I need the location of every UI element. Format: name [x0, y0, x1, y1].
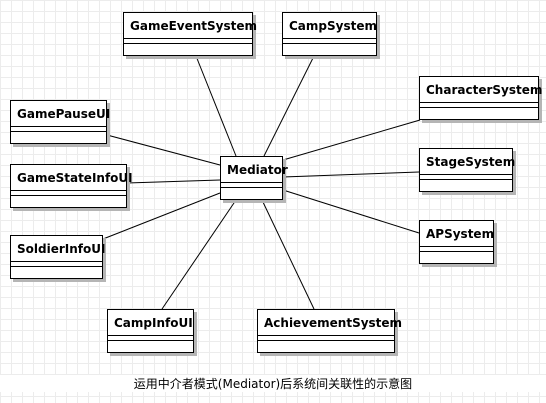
class-name: GameStateInfoUI [11, 165, 133, 191]
class-box-stagesystem[interactable]: StageSystem [419, 148, 515, 192]
operations-section [108, 341, 193, 346]
class-box-charactersystem[interactable]: CharacterSystem [419, 76, 542, 120]
operations-section [420, 180, 512, 185]
class-box-mediator[interactable]: Mediator [220, 156, 288, 200]
class-name: APSystem [420, 221, 494, 247]
class-name: AchievementSystem [258, 310, 402, 336]
class-box-gameeventsystem[interactable]: GameEventSystem [123, 12, 257, 56]
class-box-gamestateinfoui[interactable]: GameStateInfoUI [10, 164, 133, 208]
attributes-section [124, 39, 252, 44]
attributes-section [11, 191, 126, 196]
edge-stagesystem [282, 171, 420, 178]
attributes-section [108, 336, 193, 341]
class-box-campinfoui[interactable]: CampInfoUI [107, 309, 194, 353]
class-box-gamepauseui[interactable]: GamePauseUI [10, 100, 110, 144]
class-name: StageSystem [420, 149, 515, 175]
attributes-section [420, 247, 493, 252]
edge-achievementsystem [261, 199, 315, 310]
edge-campinfoui [161, 199, 237, 310]
attributes-section [420, 175, 512, 180]
operations-section [11, 196, 126, 201]
attributes-section [258, 336, 394, 341]
attributes-section [11, 127, 106, 132]
class-box-apsystem[interactable]: APSystem [419, 220, 494, 264]
class-name: SoldierInfoUI [11, 236, 105, 262]
edge-gamestateinfoui [126, 179, 221, 184]
diagram-caption: 运用中介者模式(Mediator)后系统间关联性的示意图 [0, 375, 546, 392]
operations-section [258, 341, 394, 346]
attributes-section [283, 39, 376, 44]
edge-campsystem [263, 55, 315, 157]
class-box-soldierinfoui[interactable]: SoldierInfoUI [10, 235, 105, 279]
operations-section [11, 132, 106, 137]
class-name: GameEventSystem [124, 13, 257, 39]
operations-section [124, 44, 252, 49]
operations-section [11, 267, 102, 272]
class-name: Mediator [221, 157, 288, 183]
attributes-section [221, 183, 282, 188]
class-box-campsystem[interactable]: CampSystem [282, 12, 377, 56]
edge-gamepauseui [106, 134, 221, 166]
class-name: CampSystem [283, 13, 377, 39]
attributes-section [11, 262, 102, 267]
class-box-achievementsystem[interactable]: AchievementSystem [257, 309, 402, 353]
operations-section [420, 108, 538, 113]
class-name: CharacterSystem [420, 77, 542, 103]
operations-section [221, 188, 282, 193]
class-name: GamePauseUI [11, 101, 110, 127]
attributes-section [420, 103, 538, 108]
edge-soldierinfoui [102, 192, 221, 240]
operations-section [283, 44, 376, 49]
class-name: CampInfoUI [108, 310, 193, 336]
operations-section [420, 252, 493, 257]
edge-gameeventsystem [195, 55, 237, 157]
edge-charactersystem [282, 119, 421, 161]
edge-apsystem [282, 189, 420, 234]
